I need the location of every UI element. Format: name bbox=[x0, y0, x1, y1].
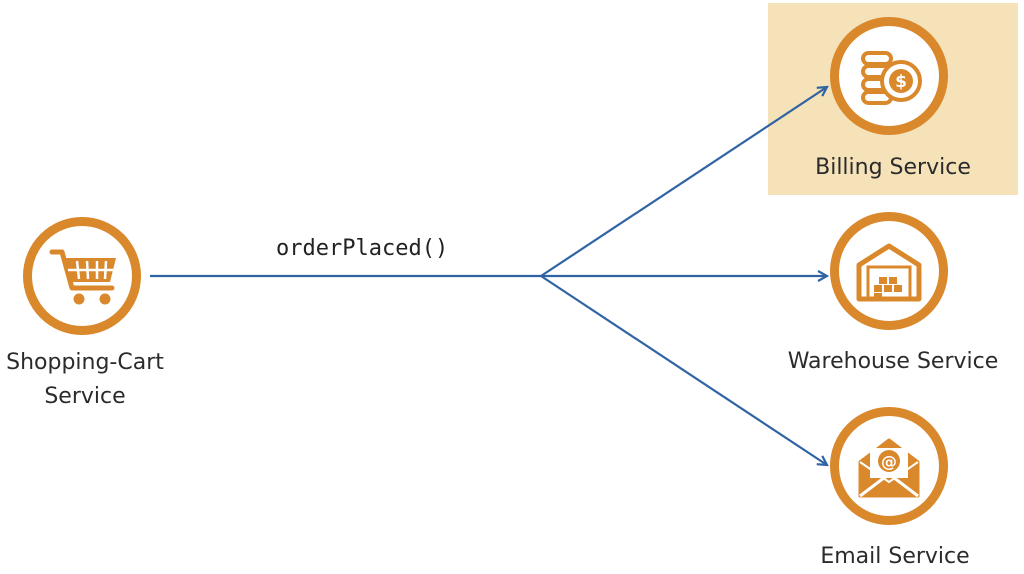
shopping-cart-label-line1: Shopping-Cart bbox=[6, 350, 164, 375]
warehouse-icon bbox=[856, 243, 922, 302]
warehouse-service-label: Warehouse Service bbox=[787, 349, 999, 374]
billing-service-node: $ bbox=[830, 17, 948, 135]
email-service-node: @ bbox=[830, 407, 948, 525]
email-service-label: Email Service bbox=[820, 544, 970, 569]
shopping-cart-node bbox=[23, 217, 141, 335]
warehouse-service-node bbox=[830, 212, 948, 330]
billing-service-label: Billing Service bbox=[815, 155, 971, 180]
event-call-label: orderPlaced() bbox=[276, 236, 449, 261]
shopping-cart-label: Shopping-Cart Service bbox=[0, 346, 170, 414]
arrow-to-email bbox=[540, 275, 827, 465]
shopping-cart-icon bbox=[49, 249, 116, 305]
coins-dollar-icon: $ bbox=[861, 51, 922, 105]
email-at-icon: @ bbox=[858, 438, 920, 498]
shopping-cart-label-line2: Service bbox=[44, 384, 126, 409]
svg-text:$: $ bbox=[895, 72, 907, 92]
arrow-to-billing bbox=[540, 87, 827, 277]
svg-text:@: @ bbox=[881, 452, 897, 471]
